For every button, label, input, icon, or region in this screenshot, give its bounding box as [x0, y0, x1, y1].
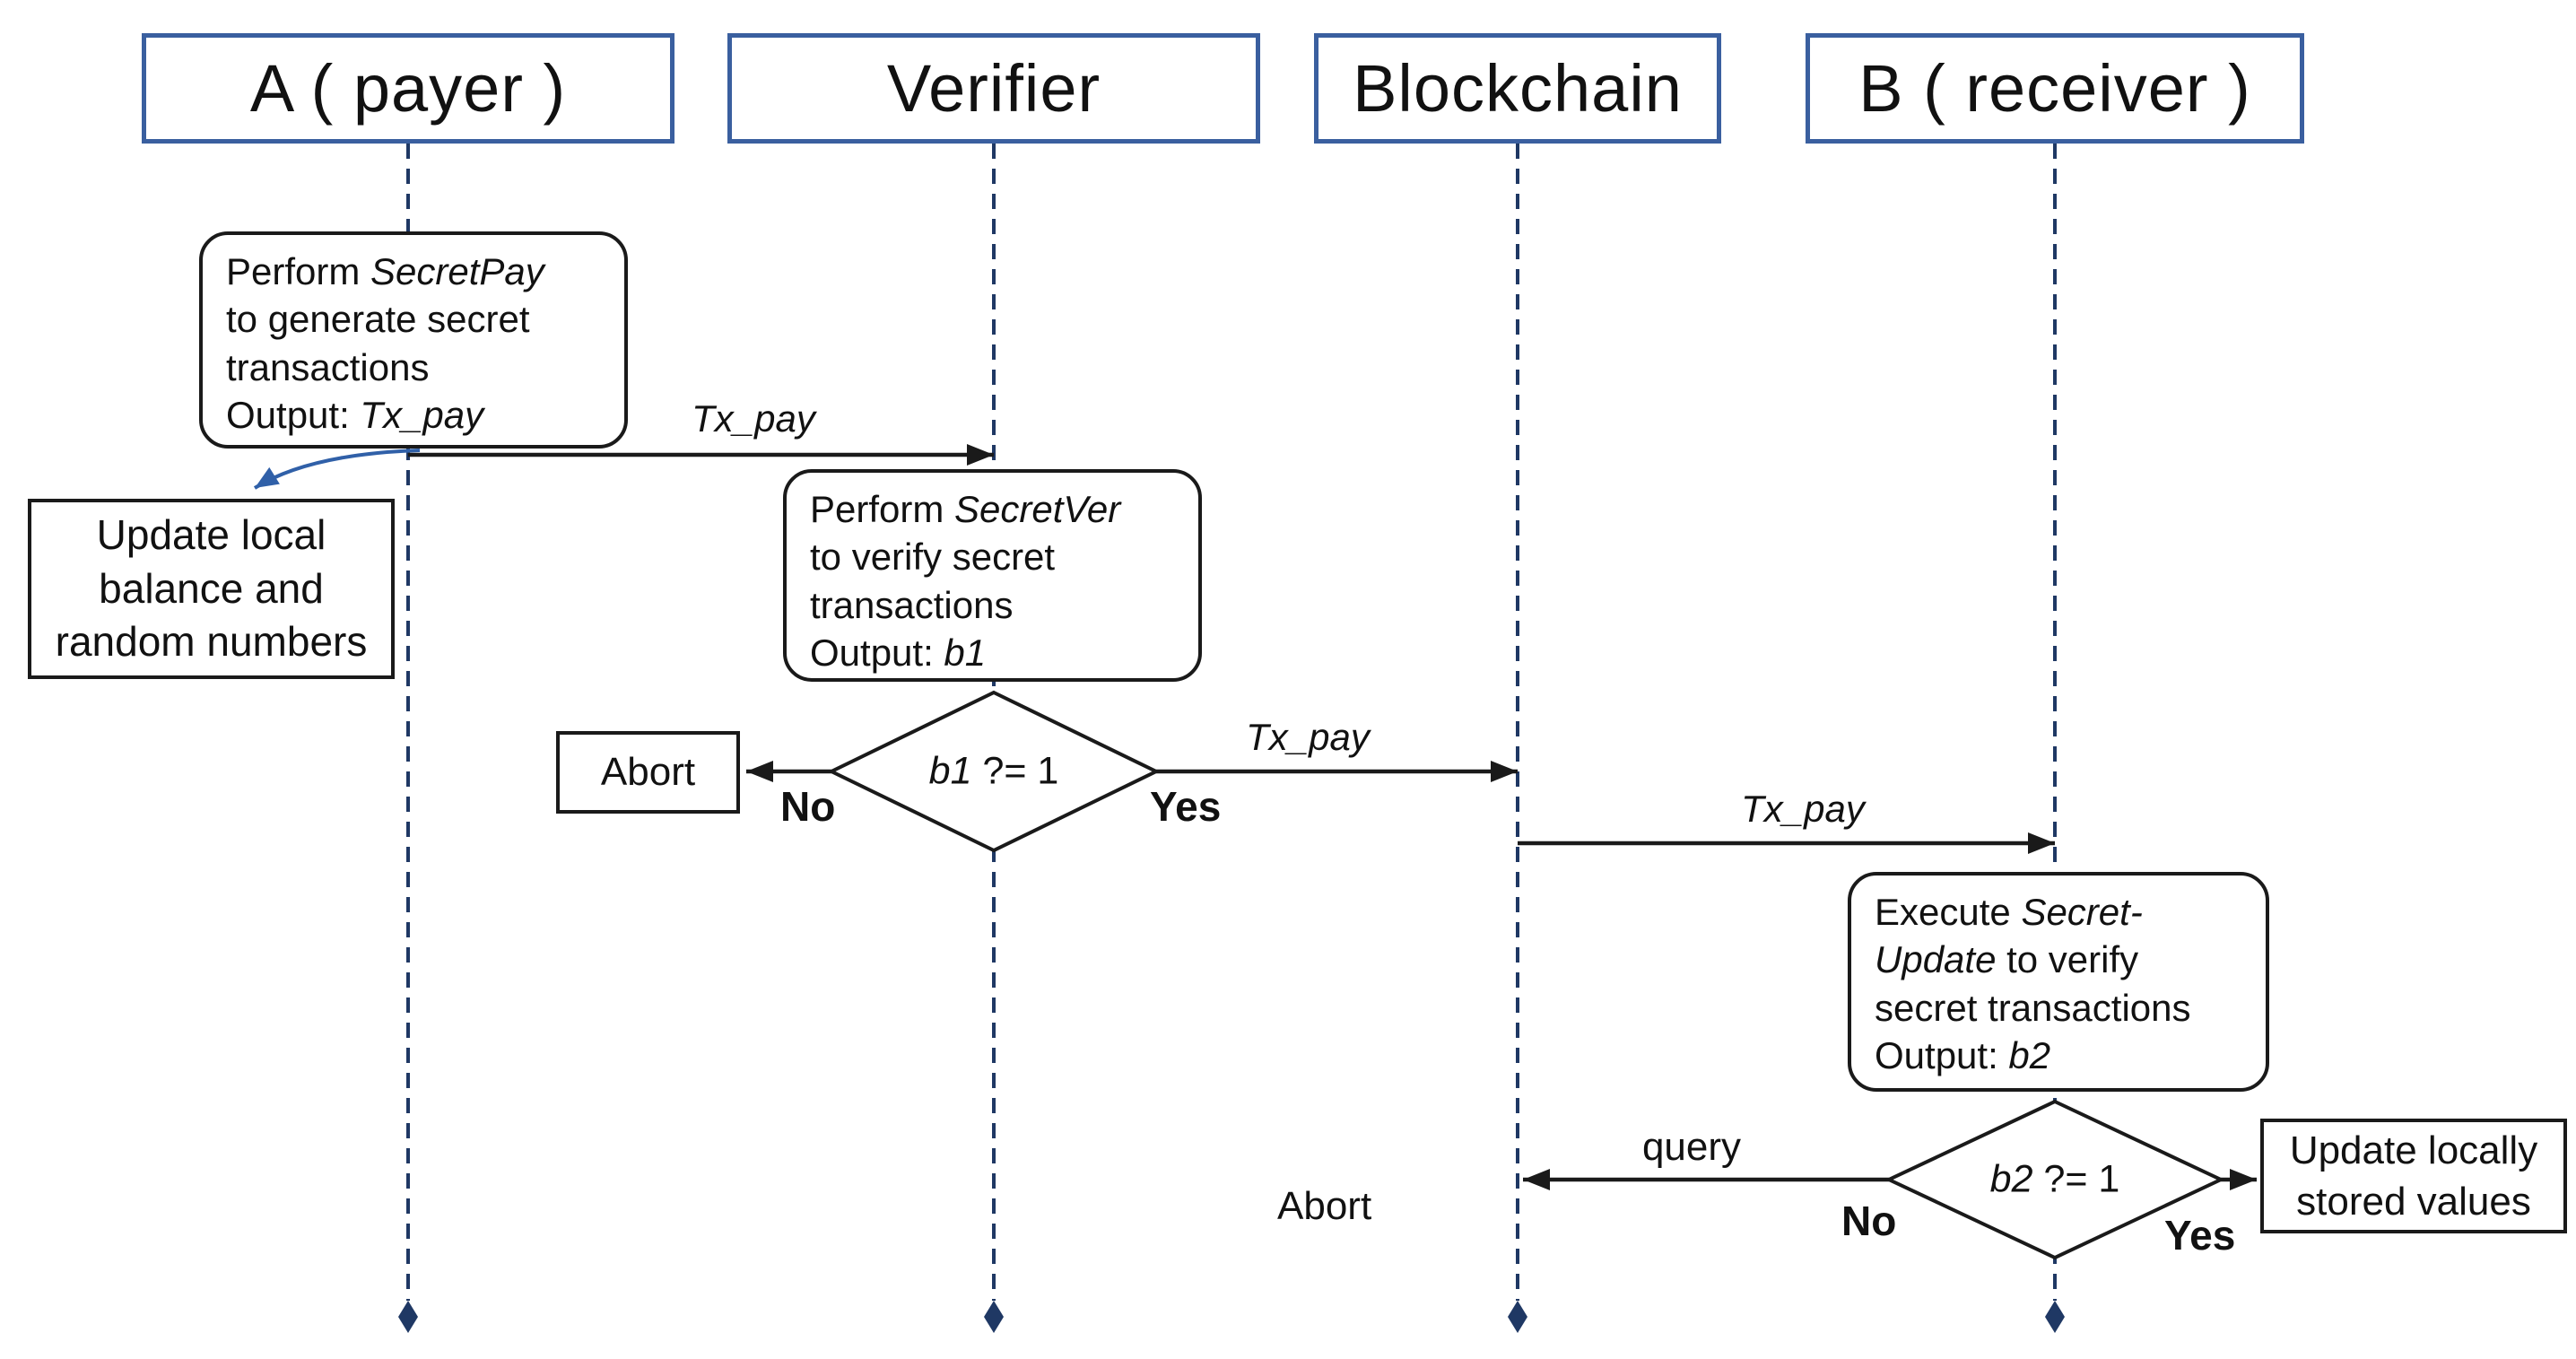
branch-label-yes-b1: Yes	[1150, 783, 1222, 830]
lifeline-end-blockchain	[1508, 1301, 1527, 1333]
lifeline-end-verifier	[984, 1301, 1004, 1333]
note-secret-ver: Perform SecretVer to verify secret trans…	[783, 469, 1202, 682]
branch-label-no-b1: No	[780, 783, 836, 830]
lifeline-end-payer	[398, 1301, 418, 1333]
box-update-stored-values: Update locally stored values	[2260, 1119, 2567, 1233]
branch-label-yes-b2: Yes	[2164, 1212, 2236, 1259]
message-label-query: query	[1641, 1125, 1742, 1169]
abort-text: Abort	[1277, 1184, 1372, 1228]
actor-label-blockchain: Blockchain	[1353, 51, 1683, 126]
actor-label-payer: A ( payer )	[249, 51, 567, 126]
actor-box-blockchain: Blockchain	[1314, 33, 1721, 144]
decision-diamond-b2	[1884, 1099, 2225, 1260]
note-secret-update: Execute Secret- Update to verify secret …	[1848, 872, 2269, 1092]
decision-label-b1: b1 ?= 1	[928, 749, 1059, 793]
decision-diamond-b1	[827, 690, 1161, 853]
message-label-tx-pay-3: Tx_pay	[1741, 788, 1865, 830]
curved-arrow-update-local	[253, 449, 421, 490]
branch-label-no-b2: No	[1841, 1198, 1897, 1244]
actor-box-verifier: Verifier	[727, 33, 1260, 144]
lifeline-end-receiver	[2045, 1301, 2065, 1333]
box-update-local-balance: Update local balance and random numbers	[28, 499, 395, 679]
decision-label-b2: b2 ?= 1	[1989, 1157, 2120, 1201]
message-label-tx-pay-1: Tx_pay	[692, 397, 815, 440]
box-abort: Abort	[556, 731, 740, 814]
actor-box-receiver: B ( receiver )	[1806, 33, 2304, 144]
message-label-tx-pay-2: Tx_pay	[1246, 716, 1370, 758]
note-secret-pay: Perform SecretPay to generate secret tra…	[199, 231, 628, 449]
actor-label-receiver: B ( receiver )	[1858, 51, 2251, 126]
actor-box-payer: A ( payer )	[142, 33, 674, 144]
actor-label-verifier: Verifier	[886, 51, 1101, 126]
